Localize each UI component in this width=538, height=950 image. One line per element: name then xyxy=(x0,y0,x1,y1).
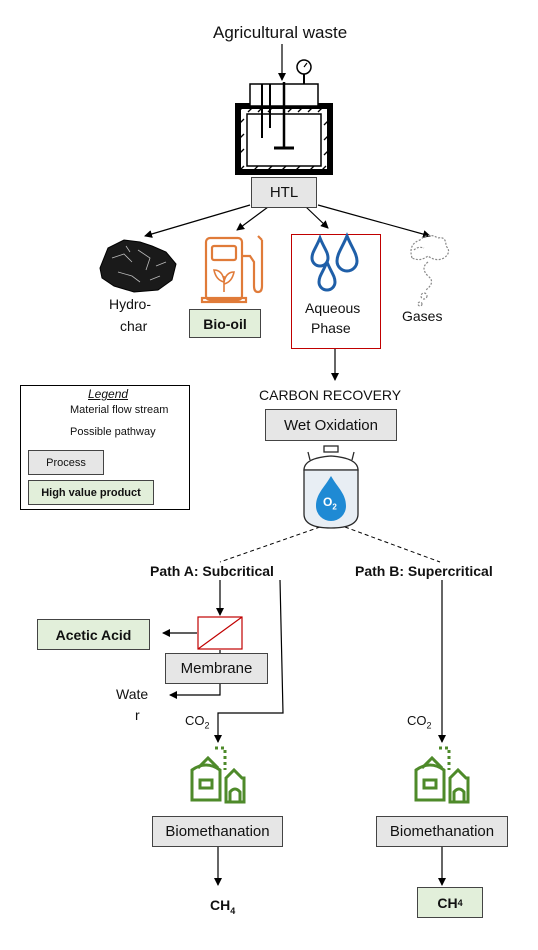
diagram-title: Agricultural waste xyxy=(213,23,348,42)
acetic-acid-product-box: Acetic Acid xyxy=(37,619,150,650)
co2-a-main: CO xyxy=(185,713,205,728)
htl-process-box: HTL xyxy=(251,177,317,208)
ch4-b-main: CH xyxy=(437,894,458,911)
co2-b-main: CO xyxy=(407,713,427,728)
path-b-label: Path B: Supercritical xyxy=(355,563,493,579)
arrow-htl-biooil xyxy=(236,206,269,231)
biooil-product-box: Bio-oil xyxy=(189,309,261,338)
co2-label-b: CO2 xyxy=(407,713,432,731)
legend-material-flow: Material flow stream xyxy=(70,404,169,416)
arrow-htl-hydrochar xyxy=(144,204,251,238)
dashed-path-a xyxy=(219,526,321,563)
aqueous-label-line2: Phase xyxy=(311,320,351,336)
ch4-b-sub: 4 xyxy=(457,897,463,908)
arrow-htl-aqueous xyxy=(305,206,329,229)
ch4-output-a: CH4 xyxy=(210,897,235,916)
hydrochar-label-line2: char xyxy=(120,318,148,334)
legend-high-value-swatch: High value product xyxy=(28,480,154,505)
legend-possible-pathway: Possible pathway xyxy=(70,426,156,438)
membrane-process-box: Membrane xyxy=(165,653,268,684)
dashed-path-b xyxy=(344,526,441,563)
path-a-label: Path A: Subcritical xyxy=(150,563,274,579)
carbon-recovery-label: CARBON RECOVERY xyxy=(259,387,402,403)
biomethanation-b-process-box: Biomethanation xyxy=(376,816,508,847)
arrow-htl-gases xyxy=(317,204,431,238)
legend-title: Legend xyxy=(88,387,129,401)
aqueous-label-line1: Aqueous xyxy=(305,300,361,316)
wet-oxidation-process-box: Wet Oxidation xyxy=(265,409,397,441)
o2-label: O2 xyxy=(323,495,337,511)
co2-b-sub: 2 xyxy=(426,720,432,731)
biomethanation-a-process-box: Biomethanation xyxy=(152,816,283,847)
ch4-a-sub: 4 xyxy=(230,905,236,916)
water-label-line2: r xyxy=(135,707,140,723)
arrow-patha-co2 xyxy=(214,579,284,743)
gases-label: Gases xyxy=(402,308,443,324)
water-label-line1: Wate xyxy=(116,686,149,702)
co2-a-sub: 2 xyxy=(204,720,210,731)
co2-label-a: CO2 xyxy=(185,713,210,731)
ch4-a-main: CH xyxy=(210,897,231,913)
hydrochar-label-line1: Hydro- xyxy=(109,296,152,312)
o2-sub: 2 xyxy=(332,502,337,512)
legend-process-swatch: Process xyxy=(28,450,104,475)
o2-main: O xyxy=(323,495,333,509)
